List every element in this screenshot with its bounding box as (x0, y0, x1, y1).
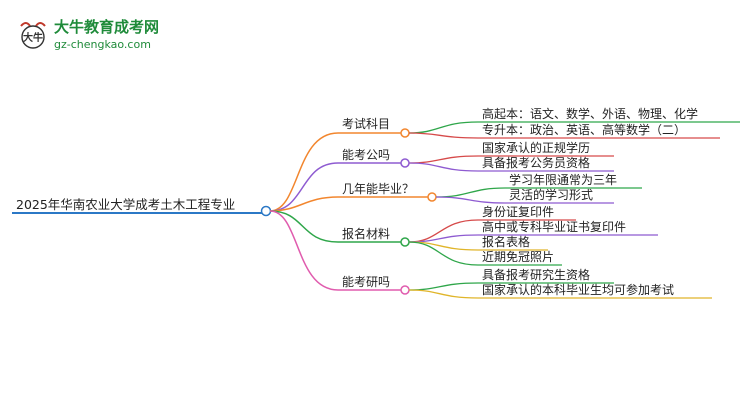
leaf-label: 灵活的学习形式 (509, 187, 593, 202)
connector-civil-service (269, 162, 339, 212)
branch-materials[interactable]: 报名材料 身份证复印件 高中或专科毕业证书复印件 报名表格 近期免冠照片 (338, 204, 658, 266)
branch-joint (427, 192, 437, 202)
leaf-label: 近期免冠照片 (482, 249, 554, 264)
branch-joint (400, 237, 410, 247)
leaf-label: 身份证复印件 (482, 204, 554, 219)
branch-postgrad[interactable]: 能考研吗 具备报考研究生资格 国家承认的本科毕业生均可参加考试 (338, 267, 712, 299)
branch-joint (400, 128, 410, 138)
logo-url: gz-chengkao.com (54, 38, 151, 51)
root-label: 2025年华南农业大学成考土木工程专业 (16, 197, 235, 212)
connector-materials (269, 210, 339, 243)
bull-logo-icon: 大牛 (20, 22, 46, 49)
leaf-label: 报名表格 (482, 234, 530, 249)
leaf-label: 国家承认的本科毕业生均可参加考试 (482, 282, 674, 297)
root-node: 2025年华南农业大学成考土木工程专业 (12, 197, 272, 217)
leaf-label: 具备报考研究生资格 (482, 267, 590, 282)
leaf-label: 高起本：语文、数学、外语、物理、化学 (482, 106, 698, 121)
branch-exam-subjects[interactable]: 考试科目 高起本：语文、数学、外语、物理、化学 专升本：政治、英语、高等数学（二… (338, 106, 740, 139)
leaf-label: 国家承认的正规学历 (482, 140, 590, 155)
leaf-label: 专升本：政治、英语、高等数学（二） (482, 122, 686, 137)
branch-civil-service[interactable]: 能考公吗 国家承认的正规学历 具备报考公务员资格 (338, 140, 614, 172)
leaf-label: 具备报考公务员资格 (482, 155, 590, 170)
connector-exam-subjects (269, 132, 339, 212)
branch-label: 报名材料 (342, 226, 390, 241)
root-connectors (269, 132, 339, 291)
root-joint (260, 205, 272, 217)
connector-postgrad (269, 210, 339, 291)
branch-label: 考试科目 (342, 116, 390, 131)
leaf-label: 学习年限通常为三年 (509, 172, 617, 187)
leaf-label: 高中或专科毕业证书复印件 (482, 219, 626, 234)
logo-mark-text: 大牛 (23, 31, 43, 44)
connector-graduation (269, 196, 339, 212)
branch-label: 能考研吗 (342, 275, 390, 289)
branch-label: 几年能毕业？ (342, 182, 414, 196)
site-logo[interactable]: 大牛 大牛教育成考网 gz-chengkao.com (18, 14, 178, 58)
branch-joint (400, 285, 410, 295)
branch-graduation[interactable]: 几年能毕业？ 学习年限通常为三年 灵活的学习形式 (338, 172, 642, 204)
branch-joint (400, 158, 410, 168)
branch-label: 能考公吗 (342, 148, 390, 162)
logo-title: 大牛教育成考网 (54, 18, 160, 36)
